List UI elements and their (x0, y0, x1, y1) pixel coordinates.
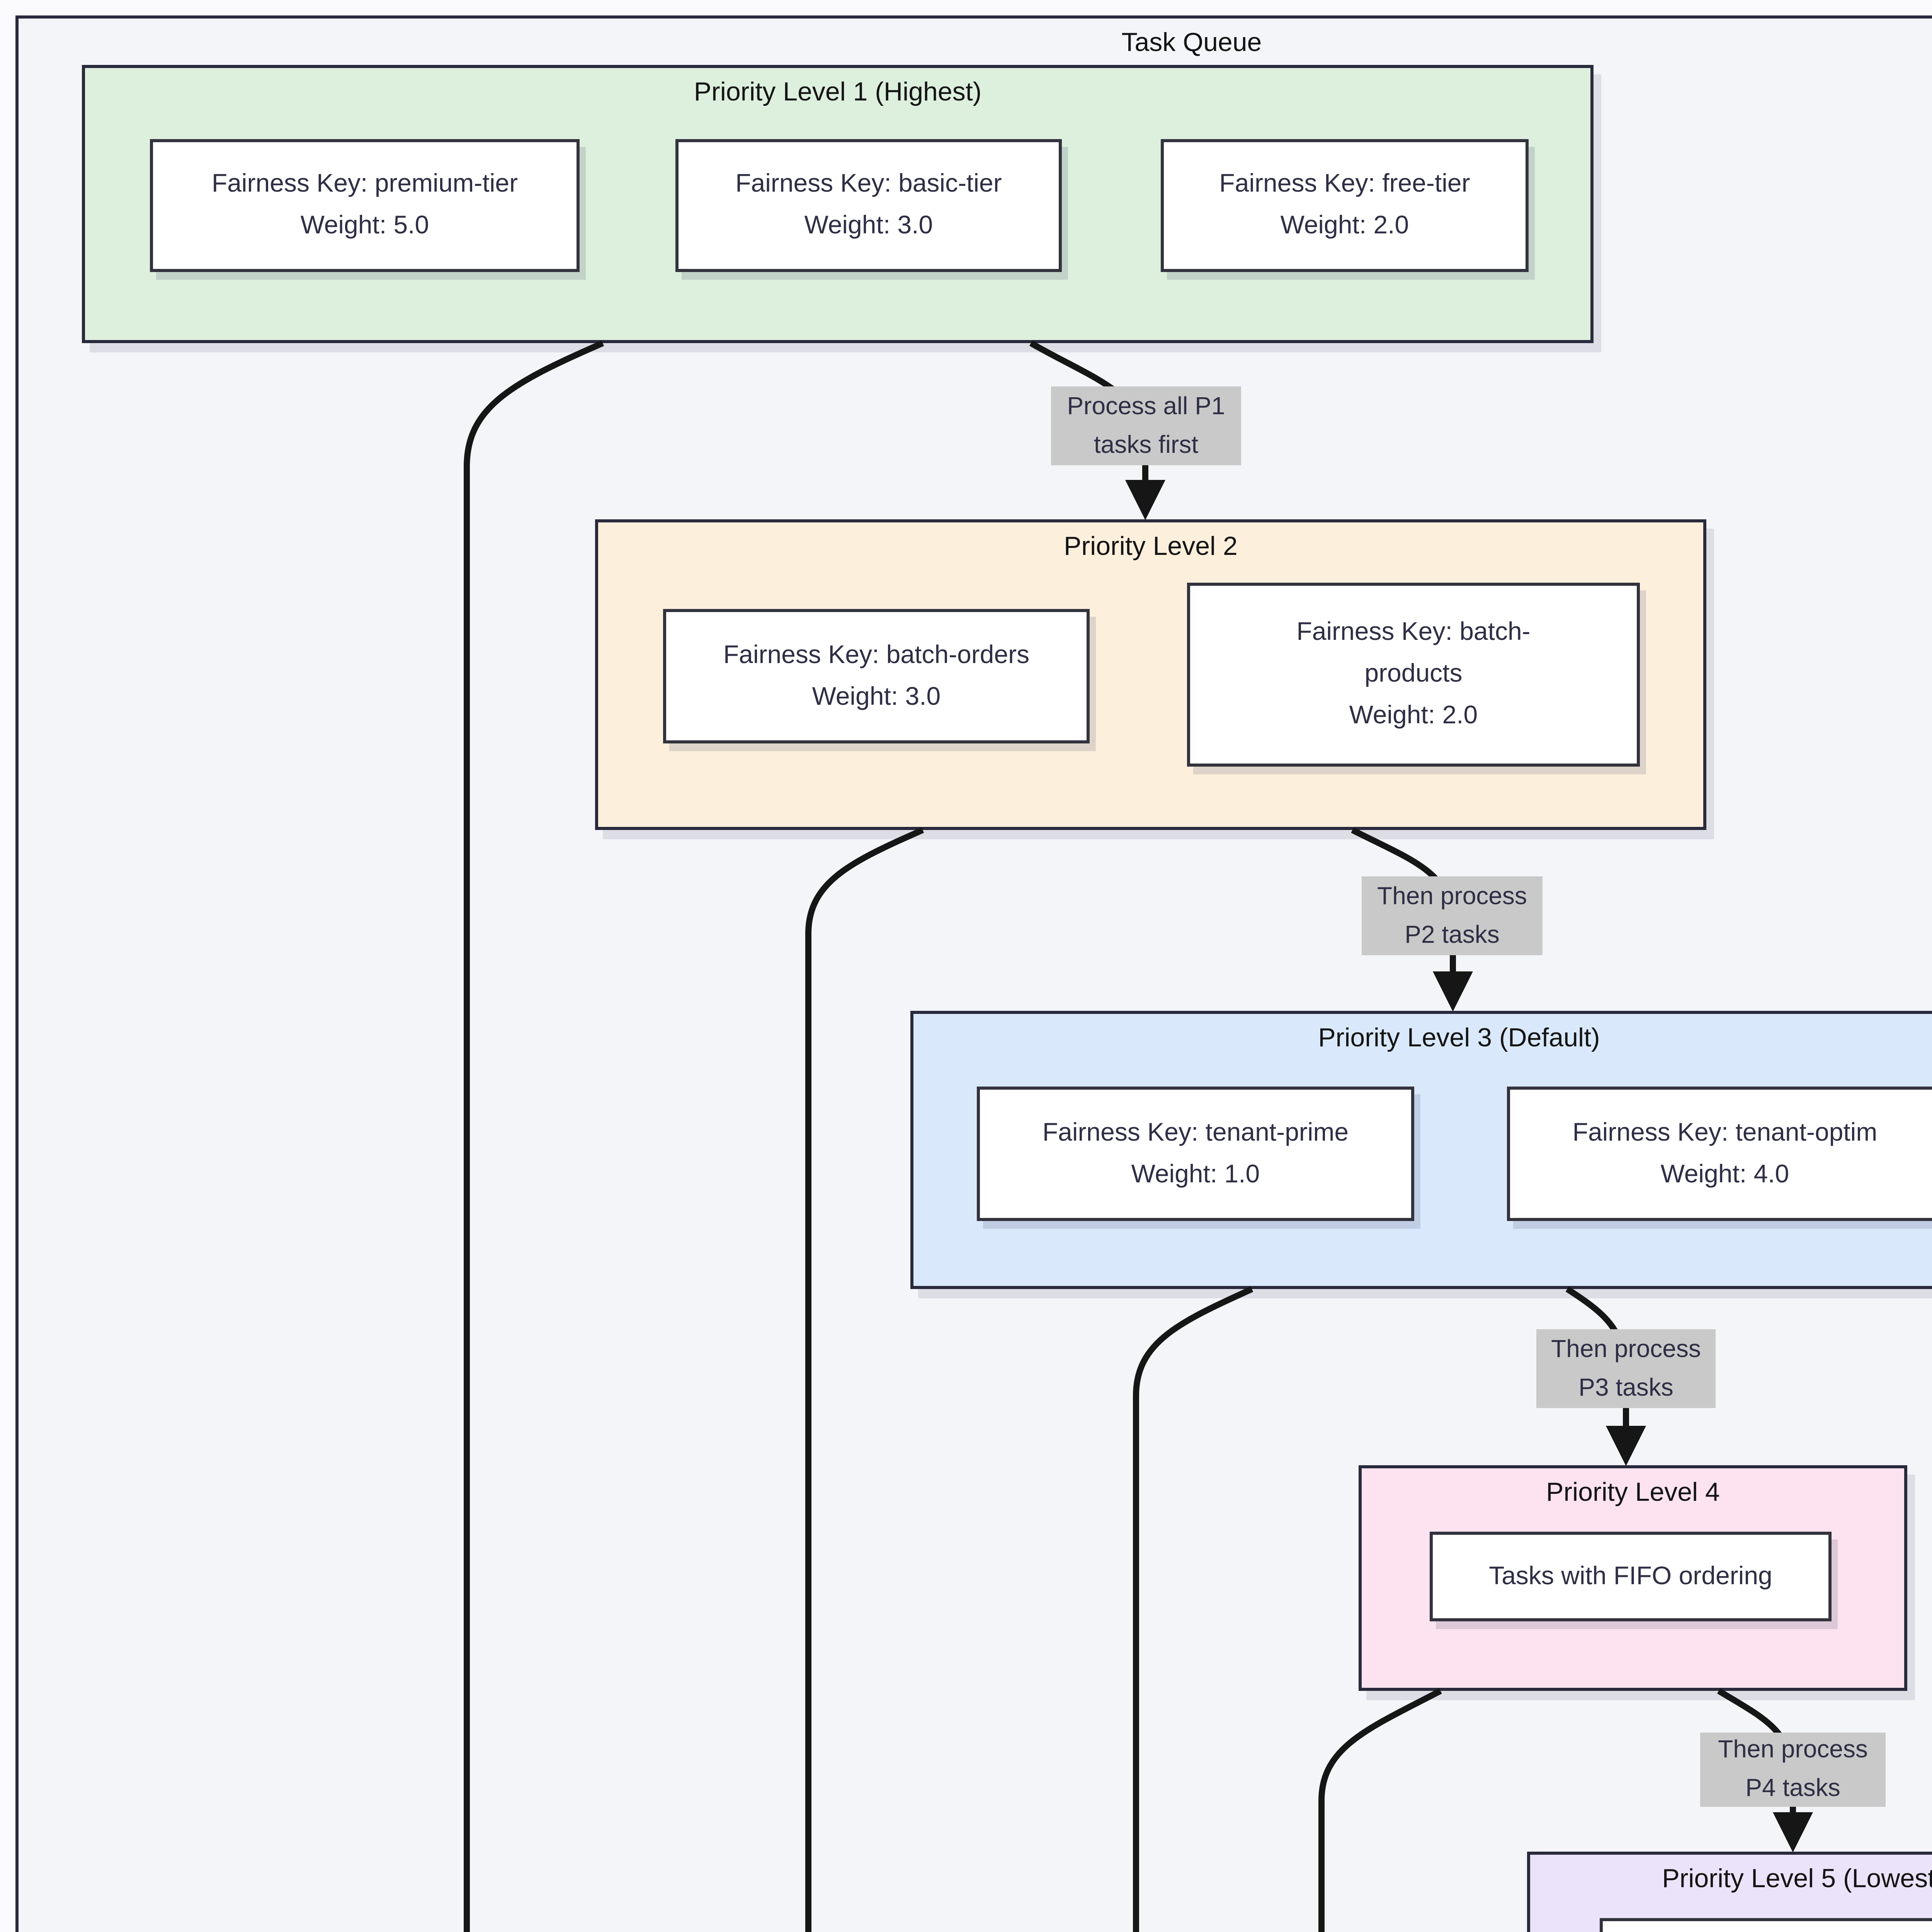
edge-label-process-p3: Then process P3 tasks (1536, 1329, 1716, 1408)
node-line: Weight: 4.0 (1660, 1160, 1789, 1188)
fifo-tasks-node-p5: Tasks with FIFO ordering (1600, 1918, 1932, 1932)
node-line: products (1364, 660, 1463, 688)
edge-label-line: P4 tasks (1745, 1776, 1840, 1802)
node-line: Fairness Key: batch- (1296, 618, 1531, 646)
node-line: Fairness Key: basic-tier (735, 170, 1002, 198)
edge-label-line: tasks first (1094, 432, 1199, 458)
edge-label-line: Then process (1377, 883, 1527, 910)
node-line: Weight: 5.0 (300, 212, 429, 240)
node-line: Tasks with FIFO ordering (1489, 1562, 1772, 1590)
fairness-key-free-tier-node: Fairness Key: free-tier Weight: 2.0 (1161, 139, 1529, 272)
priority-level-4-title: Priority Level 4 (1546, 1478, 1720, 1507)
edge-label-line: Process all P1 (1067, 393, 1225, 420)
fairness-key-batch-orders-node: Fairness Key: batch-orders Weight: 3.0 (663, 609, 1090, 743)
fairness-key-tenant-optim-node: Fairness Key: tenant-optim Weight: 4.0 (1507, 1087, 1932, 1221)
priority-level-1-title: Priority Level 1 (Highest) (694, 77, 982, 107)
priority-level-3-title: Priority Level 3 (Default) (1318, 1023, 1600, 1053)
node-line: Fairness Key: tenant-optim (1572, 1118, 1878, 1146)
node-line: Weight: 2.0 (1349, 702, 1478, 730)
edge-label-process-p2: Then process P2 tasks (1362, 876, 1543, 955)
edge-label-process-p1: Process all P1 tasks first (1051, 386, 1241, 465)
fifo-tasks-node-p4: Tasks with FIFO ordering (1430, 1532, 1832, 1621)
fairness-key-batch-products-node: Fairness Key: batch- products Weight: 2.… (1187, 583, 1640, 767)
node-line: Fairness Key: tenant-prime (1042, 1118, 1349, 1146)
priority-level-2-title: Priority Level 2 (1064, 532, 1238, 561)
edge-label-line: Then process (1551, 1336, 1701, 1362)
node-line: Weight: 3.0 (812, 682, 941, 710)
fairness-key-basic-tier-node: Fairness Key: basic-tier Weight: 3.0 (675, 139, 1062, 272)
edge-label-line: P3 tasks (1578, 1375, 1673, 1401)
node-line: Fairness Key: free-tier (1219, 170, 1470, 198)
node-line: Fairness Key: batch-orders (723, 641, 1030, 668)
node-line: Fairness Key: premium-tier (211, 170, 518, 198)
node-line: Weight: 3.0 (804, 212, 933, 240)
priority-level-5-title: Priority Level 5 (Lowest) (1662, 1864, 1932, 1893)
task-queue-title: Task Queue (1121, 28, 1262, 57)
fairness-key-tenant-prime-node: Fairness Key: tenant-prime Weight: 1.0 (977, 1087, 1414, 1221)
edge-label-line: P2 tasks (1405, 922, 1500, 948)
edge-label-line: Then process (1718, 1737, 1868, 1764)
node-line: Weight: 2.0 (1280, 212, 1409, 240)
node-line: Weight: 1.0 (1131, 1160, 1260, 1188)
fairness-key-premium-tier-node: Fairness Key: premium-tier Weight: 5.0 (150, 139, 580, 272)
edge-label-process-p4: Then process P4 tasks (1700, 1733, 1886, 1807)
